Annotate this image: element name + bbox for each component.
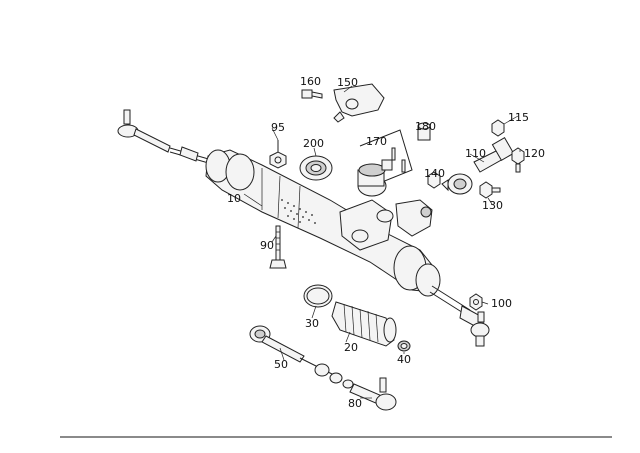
bracket-150 — [333, 83, 385, 123]
intermediate-shaft-110 — [441, 137, 515, 195]
label-140: 140 — [424, 167, 445, 180]
label-130: 130 — [482, 199, 503, 212]
label-120: 120 — [524, 147, 545, 160]
clamp-30 — [303, 284, 333, 308]
bolt-130 — [479, 181, 501, 199]
nut-115 — [491, 119, 505, 137]
sleeve-180 — [417, 122, 431, 141]
bolt-120 — [511, 147, 525, 173]
outer-tie-rod-end-80 — [342, 377, 397, 411]
nut-95 — [269, 140, 287, 169]
label-10: 10 — [227, 192, 241, 205]
sensor-assembly-170 — [357, 129, 413, 197]
bolt-160 — [301, 89, 323, 99]
bolt-90 — [269, 225, 287, 269]
label-100: 100 — [491, 297, 512, 310]
nut-100 — [469, 293, 483, 311]
inner-tie-rod-50 — [249, 325, 343, 384]
bellows-boot-20 — [331, 301, 397, 347]
label-200: 200 — [303, 137, 324, 150]
label-95: 95 — [271, 121, 285, 134]
steering-rack-housing — [117, 109, 490, 347]
label-30: 30 — [305, 317, 319, 330]
label-150: 150 — [337, 76, 358, 89]
label-90: 90 — [260, 239, 274, 252]
label-80: 80 — [348, 397, 362, 410]
housing-texture — [281, 199, 316, 224]
nut-140 — [427, 171, 441, 189]
label-40: 40 — [397, 353, 411, 366]
label-110: 110 — [465, 147, 486, 160]
label-180: 180 — [415, 120, 436, 133]
callout-labels: 10 20 30 40 50 80 90 95 100 110 115 120 … — [227, 75, 545, 410]
label-50: 50 — [274, 358, 288, 371]
label-170: 170 — [366, 135, 387, 148]
label-20: 20 — [344, 341, 358, 354]
seal-ring-200 — [299, 155, 333, 181]
label-115: 115 — [508, 111, 529, 124]
label-160: 160 — [300, 75, 321, 88]
leader-lines — [243, 85, 521, 399]
clip-40 — [397, 340, 411, 352]
